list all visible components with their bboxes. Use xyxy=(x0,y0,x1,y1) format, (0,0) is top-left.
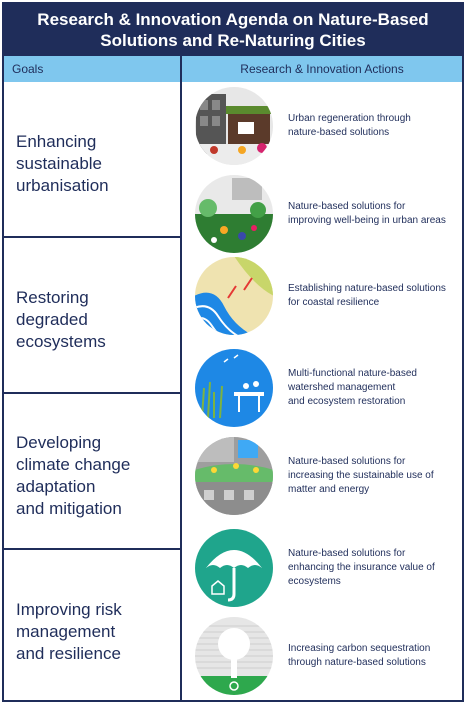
action-text: Nature-based solutions for enhancing the … xyxy=(288,528,458,608)
tree-carbon-icon xyxy=(195,617,273,695)
action-line: Increasing carbon sequestration xyxy=(288,643,431,654)
action-coastal-resilience: Establishing nature-based solutions for c… xyxy=(194,256,464,336)
action-well-being: Nature-based solutions for improving well… xyxy=(194,174,464,254)
action-line: nature-based solutions xyxy=(288,127,390,138)
umbrella-icon xyxy=(195,529,273,607)
goal-line: sustainable xyxy=(16,154,103,173)
goal-line: urbanisation xyxy=(16,176,109,195)
goal-line: Restoring xyxy=(16,288,89,307)
action-line: ecosystems xyxy=(288,576,341,587)
action-urban-regeneration: Urban regeneration through nature-based s… xyxy=(194,86,464,166)
goal-line: ecosystems xyxy=(16,332,106,351)
action-line: and ecosystem restoration xyxy=(288,396,406,407)
action-line: Urban regeneration through xyxy=(288,113,411,124)
action-line: through nature-based solutions xyxy=(288,657,426,668)
goal-line: and resilience xyxy=(16,644,121,663)
green-roof-icon xyxy=(195,437,273,515)
action-line: Nature-based solutions for xyxy=(288,548,406,559)
title-line-1: Research & Innovation Agenda on Nature-B… xyxy=(37,10,429,29)
action-line: Nature-based solutions for xyxy=(288,201,406,212)
goal-line: degraded xyxy=(16,310,88,329)
column-divider xyxy=(180,56,182,700)
action-line: Multi-functional nature-based xyxy=(288,368,417,379)
goal-restoring-ecosystems: Restoring degraded ecosystems xyxy=(16,287,176,353)
action-line: for coastal resilience xyxy=(288,297,380,308)
goal-divider xyxy=(4,392,180,394)
action-insurance-value: Nature-based solutions for enhancing the … xyxy=(194,528,464,608)
action-text: Increasing carbon sequestration through n… xyxy=(288,616,458,696)
action-text: Establishing nature-based solutions for c… xyxy=(288,256,458,336)
action-watershed: Multi-functional nature-based watershed m… xyxy=(194,348,464,428)
action-carbon-sequestration: Increasing carbon sequestration through n… xyxy=(194,616,464,696)
goal-line: management xyxy=(16,622,116,641)
goal-line: and mitigation xyxy=(16,499,122,518)
title-bar: Research & Innovation Agenda on Nature-B… xyxy=(4,4,462,56)
action-line: Nature-based solutions for xyxy=(288,456,406,467)
goal-line: adaptation xyxy=(16,477,96,496)
action-text: Nature-based solutions for improving well… xyxy=(288,174,458,254)
coastal-resilience-icon xyxy=(195,257,273,335)
actions-column-header: Research & Innovation Actions xyxy=(182,56,462,82)
watershed-icon xyxy=(195,349,273,427)
goal-line: Enhancing xyxy=(16,132,97,151)
action-line: increasing the sustainable use of xyxy=(288,470,434,481)
goal-risk-management: Improving risk management and resilience xyxy=(16,599,176,665)
goal-divider xyxy=(4,236,180,238)
goal-sustainable-urbanisation: Enhancing sustainable urbanisation xyxy=(16,131,176,197)
goal-line: Developing xyxy=(16,433,102,452)
action-text: Urban regeneration through nature-based s… xyxy=(288,86,458,166)
goal-line: Improving risk xyxy=(16,600,122,619)
infographic-frame: Research & Innovation Agenda on Nature-B… xyxy=(2,2,464,702)
action-line: Establishing nature-based solutions xyxy=(288,283,446,294)
urban-regeneration-icon xyxy=(195,87,273,165)
action-text: Multi-functional nature-based watershed m… xyxy=(288,348,458,428)
goal-line: climate change xyxy=(16,455,131,474)
action-sustainable-matter-energy: Nature-based solutions for increasing the… xyxy=(194,436,464,516)
action-text: Nature-based solutions for increasing the… xyxy=(288,436,458,516)
title-line-2: Solutions and Re-Naturing Cities xyxy=(100,31,366,50)
goal-divider xyxy=(4,548,180,550)
goals-column-header: Goals xyxy=(4,56,180,82)
action-line: matter and energy xyxy=(288,484,370,495)
action-line: enhancing the insurance value of xyxy=(288,562,435,573)
well-being-icon xyxy=(195,175,273,253)
action-line: improving well-being in urban areas xyxy=(288,215,446,226)
action-line: watershed management xyxy=(288,382,396,393)
goal-climate-adaptation: Developing climate change adaptation and… xyxy=(16,432,176,520)
